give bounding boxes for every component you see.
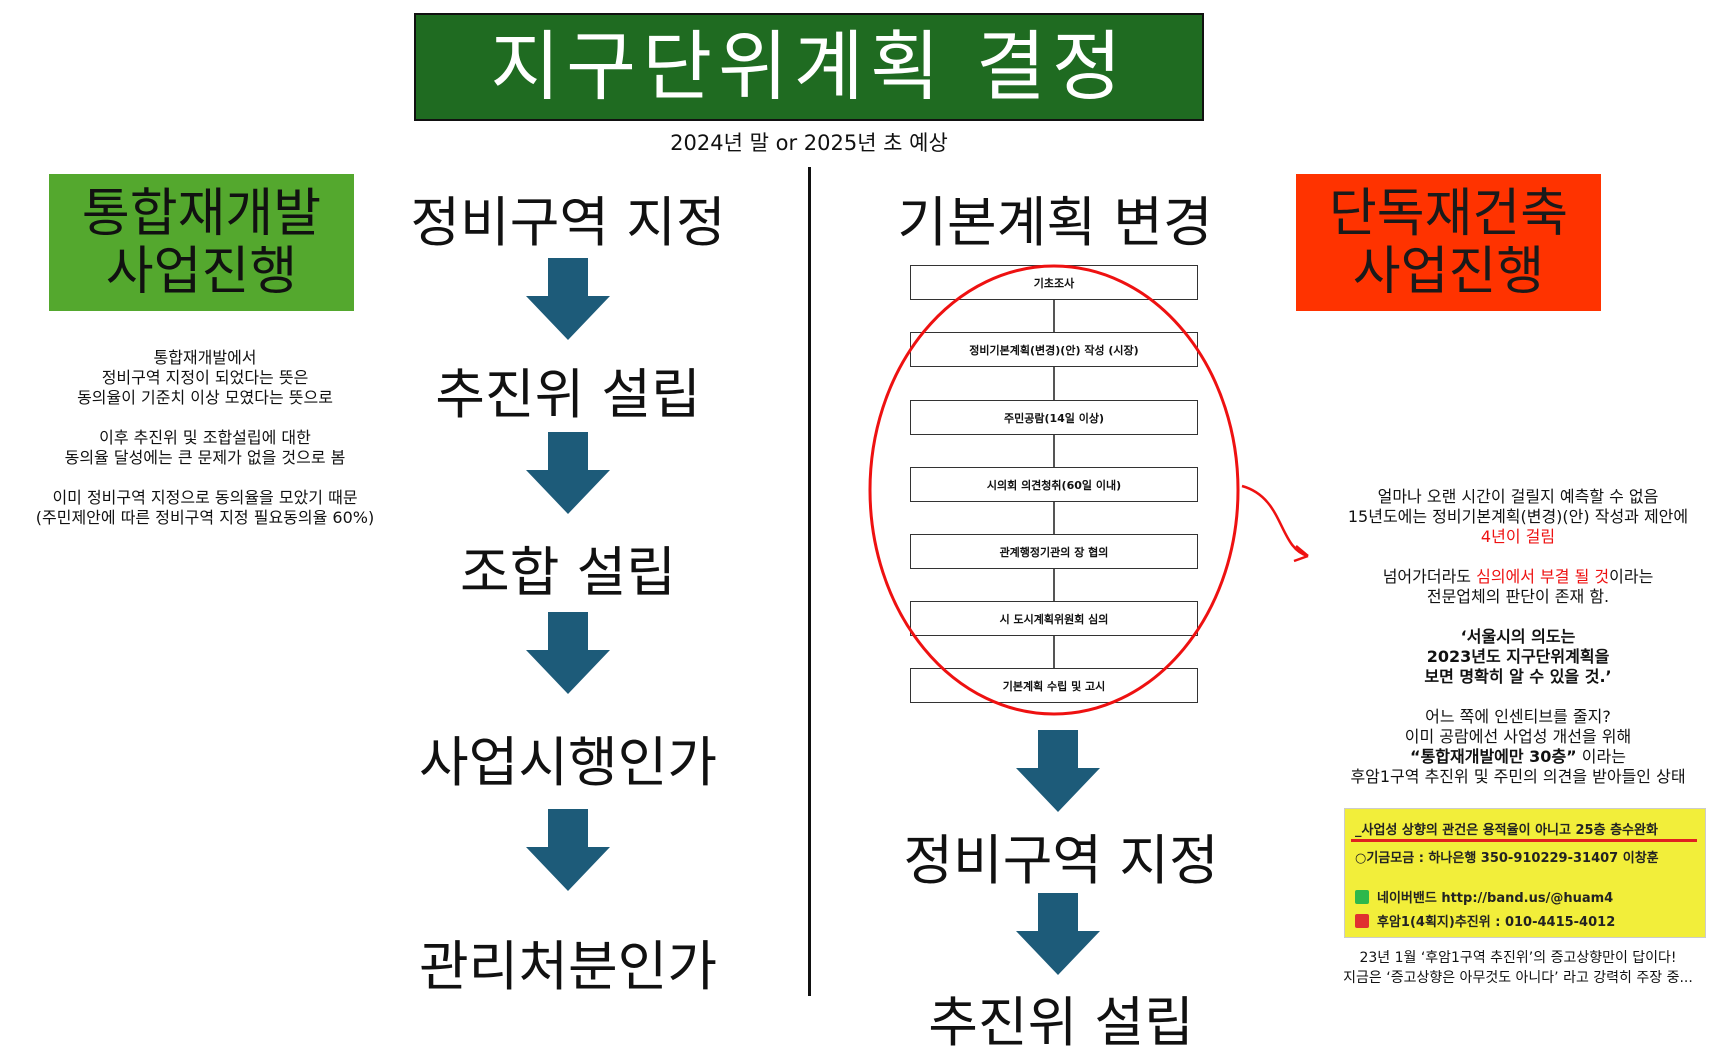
note-text: 넘어가더라도: [1382, 567, 1477, 586]
note-text: 이라는: [1576, 747, 1626, 766]
banner-photo: _사업성 상향의 관건은 용적율이 아니고 25층 층수완화 ○기금모금 : 하…: [1344, 808, 1706, 938]
note-line: 15년도에는 정비기본계획(변경)(안) 작성과 제안에: [1347, 507, 1689, 526]
left-tag-integrated-redevelopment: 통합재개발 사업진행: [49, 174, 354, 311]
down-arrow-icon: [526, 809, 610, 891]
note-line: 전문업체의 판단이 존재 함.: [1426, 587, 1610, 606]
left-note: 통합재개발에서 정비구역 지정이 되었다는 뜻은 동의율이 기준치 이상 모였다…: [10, 348, 400, 528]
right-heading: 기본계획 변경: [897, 191, 1213, 254]
red-underline: [1351, 839, 1697, 842]
flow-step-1: 기초조사: [910, 265, 1198, 300]
note-line: 어느 쪽에 인센티브를 줄지?: [1425, 707, 1611, 726]
photo-caption: 23년 1월 ‘후암1구역 추진위’의 증고상향만이 답이다! 지금은 ‘증고상…: [1312, 948, 1724, 988]
down-arrow-icon: [526, 258, 610, 340]
flow-step-4: 시의회 의견청취(60일 이내): [910, 467, 1198, 502]
photo-line: 네이버밴드 http://band.us/@huam4: [1377, 891, 1614, 906]
photo-line: 후암1(4획지)추진위 : 010-4415-4012: [1377, 915, 1616, 930]
red-ellipse-highlight: [868, 264, 1309, 716]
right-step-1: 정비구역 지정: [903, 829, 1219, 892]
note-line: 이후 추진위 및 조합설립에 대한: [99, 428, 311, 447]
caption-line: 23년 1월 ‘후암1구역 추진위’의 증고상향만이 답이다!: [1359, 950, 1677, 966]
note-line: “통합재개발에만 30층” 이라는: [1312, 747, 1724, 767]
left-step-3: 조합 설립: [460, 541, 676, 604]
note-line: 얼마나 오랜 시간이 걸릴지 예측할 수 없음: [1377, 487, 1659, 506]
note-line: 후암1구역 추진위 및 주민의 의견을 받아들인 상태: [1350, 767, 1686, 786]
right-tag-standalone-reconstruction: 단독재건축 사업진행: [1296, 174, 1601, 311]
center-divider: [808, 167, 811, 996]
photo-line: _사업성 상향의 관건은 용적율이 아니고 25층 층수완화: [1355, 823, 1658, 838]
naver-band-icon: [1355, 890, 1369, 904]
note-line: 넘어가더라도 심의에서 부결 될 것이라는: [1312, 567, 1724, 587]
note-text-highlight: 심의에서 부결 될 것: [1476, 567, 1610, 586]
note-line: (주민제안에 따른 정비구역 지정 필요동의율 60%): [35, 508, 375, 527]
note-line: 정비구역 지정이 되었다는 뜻은: [101, 368, 309, 387]
note-line: 동의율 달성에는 큰 문제가 없을 것으로 봄: [64, 448, 346, 467]
quote-line: ‘서울시의 의도는: [1460, 627, 1576, 646]
note-line-highlight: 4년이 걸림: [1480, 527, 1556, 546]
flow-step-7: 기본계획 수립 및 고시: [910, 668, 1198, 703]
down-arrow-icon: [1016, 893, 1100, 975]
down-arrow-icon: [1016, 730, 1100, 812]
down-arrow-icon: [526, 432, 610, 514]
flow-step-3: 주민공람(14일 이상): [910, 400, 1198, 435]
down-arrow-icon: [526, 612, 610, 694]
quote-line: 보면 명확히 알 수 있을 것.’: [1424, 667, 1612, 686]
right-step-2: 추진위 설립: [928, 991, 1194, 1054]
page-subtitle: 2024년 말 or 2025년 초 예상: [670, 131, 948, 155]
note-line: 이미 공람에선 사업성 개선을 위해: [1404, 727, 1632, 746]
flow-step-6: 시 도시계획위원회 심의: [910, 601, 1198, 636]
photo-line: ○기금모금 : 하나은행 350-910229-31407 이창훈: [1355, 851, 1659, 866]
left-step-4: 사업시행인가: [418, 731, 718, 794]
note-text-bold: “통합재개발에만 30층”: [1410, 747, 1577, 766]
flow-step-2: 정비기본계획(변경)(안) 작성 (시장): [910, 332, 1198, 367]
note-text: 이라는: [1609, 567, 1654, 586]
caption-line: 지금은 ‘증고상향은 아무것도 아니다’ 라고 강력히 주장 중...: [1343, 970, 1693, 986]
phone-icon: [1355, 914, 1369, 928]
note-line: 동의율이 기준치 이상 모였다는 뜻으로: [77, 388, 333, 407]
left-step-1: 정비구역 지정: [410, 191, 726, 254]
note-line: 통합재개발에서: [153, 348, 257, 367]
left-step-2: 추진위 설립: [435, 363, 701, 426]
quote-line: 2023년도 지구단위계획을: [1426, 647, 1610, 666]
note-line: 이미 정비구역 지정으로 동의율을 모았기 때문: [52, 488, 358, 507]
flow-step-5: 관계행정기관의 장 협의: [910, 534, 1198, 569]
right-note: 얼마나 오랜 시간이 걸릴지 예측할 수 없음 15년도에는 정비기본계획(변경…: [1312, 487, 1724, 787]
left-step-5: 관리처분인가: [418, 935, 718, 998]
page-title: 지구단위계획 결정: [414, 13, 1204, 121]
